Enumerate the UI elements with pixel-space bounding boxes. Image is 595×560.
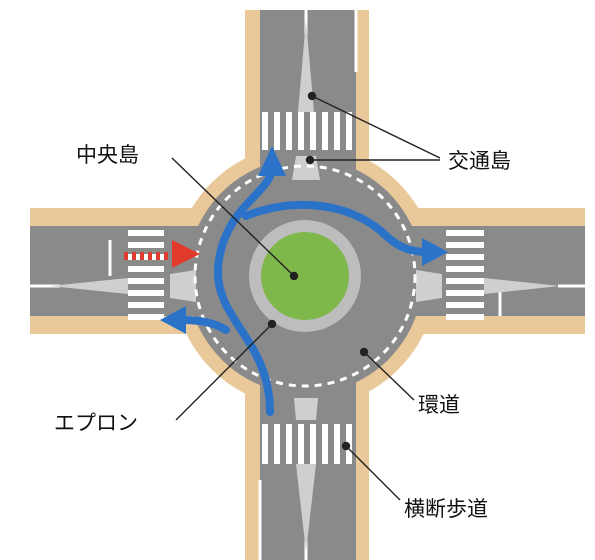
island-east-nose bbox=[416, 270, 442, 302]
leader-dot-central-island bbox=[289, 271, 299, 281]
flow-arrow-path-east bbox=[242, 200, 432, 256]
leader-dot-crosswalk bbox=[341, 441, 351, 451]
label-circulatory-road: 環道 bbox=[418, 393, 460, 417]
leader-central-island bbox=[171, 157, 295, 277]
flow-arrow-path-west bbox=[178, 316, 230, 334]
leader-lines bbox=[171, 91, 441, 501]
island-north bbox=[298, 20, 314, 112]
leader-apron bbox=[175, 323, 273, 421]
traffic-islands bbox=[50, 20, 560, 552]
crosswalk-west bbox=[128, 230, 164, 320]
flow-arrowhead-north bbox=[258, 146, 286, 176]
crosswalk-north bbox=[262, 112, 352, 150]
island-west bbox=[50, 278, 128, 294]
leader-circulatory-road bbox=[363, 351, 415, 401]
leader-dot-traffic-island-a bbox=[307, 91, 317, 101]
island-south bbox=[296, 464, 316, 552]
entry-arrowhead bbox=[172, 240, 200, 268]
leader-dot-traffic-island-b bbox=[305, 155, 315, 165]
island-south-nose bbox=[294, 398, 318, 420]
leader-dot-circulatory-road bbox=[359, 347, 369, 357]
central-island bbox=[261, 232, 349, 320]
flow-arrowhead-west bbox=[160, 306, 186, 334]
label-central-island: 中央島 bbox=[76, 143, 139, 167]
leader-crosswalk bbox=[345, 445, 401, 501]
island-west-nose bbox=[170, 270, 196, 302]
label-crosswalk: 横断歩道 bbox=[404, 497, 488, 521]
label-traffic-island: 交通島 bbox=[448, 149, 511, 173]
flow-arrow-path-north bbox=[213, 172, 274, 416]
flow-arrows bbox=[178, 172, 432, 416]
yield-line-circle bbox=[193, 164, 417, 388]
crosswalk-east bbox=[446, 230, 484, 320]
leader-traffic-island-a bbox=[311, 95, 441, 159]
island-east bbox=[484, 278, 560, 294]
leader-dot-apron bbox=[267, 319, 277, 329]
flow-arrowhead-east bbox=[422, 238, 448, 266]
label-apron: エプロン bbox=[54, 411, 138, 435]
